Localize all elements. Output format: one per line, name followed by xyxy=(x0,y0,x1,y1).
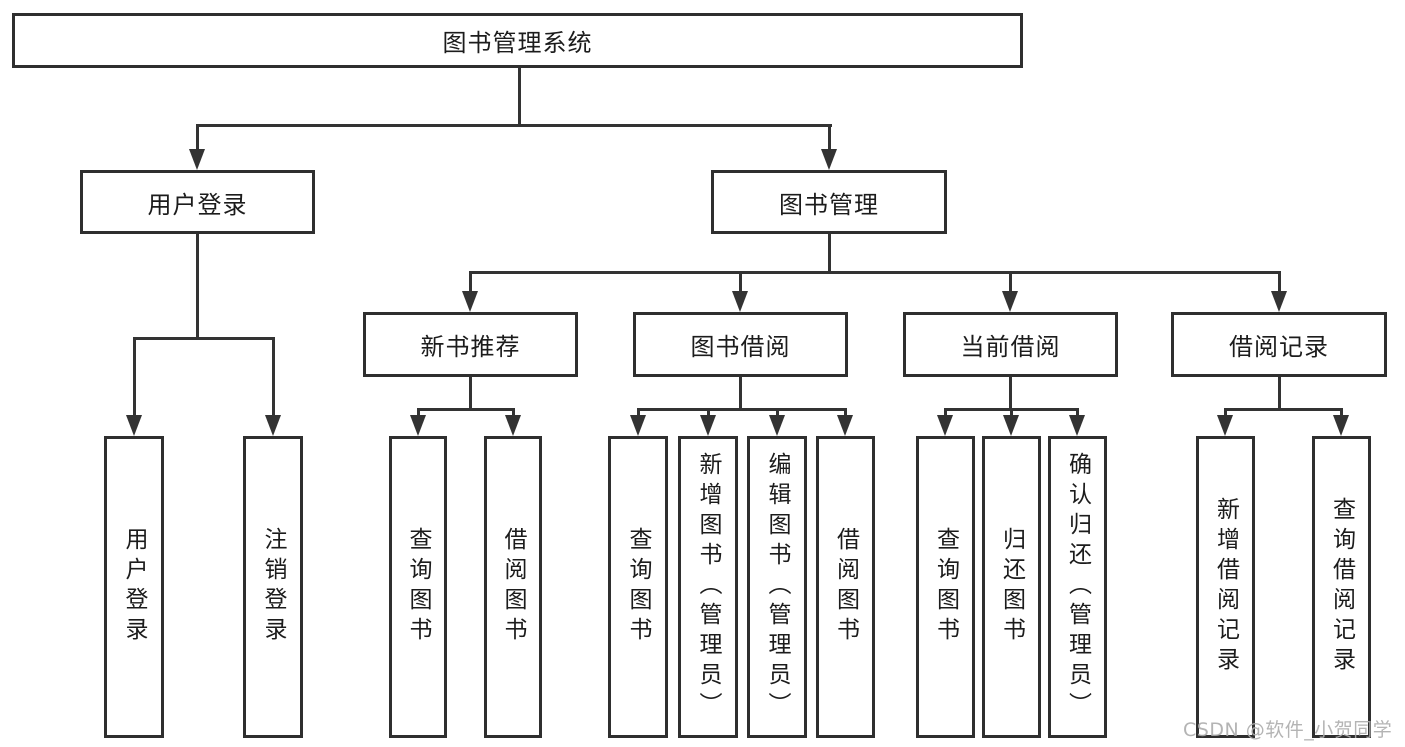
node-current-borrow: 当前借阅 xyxy=(903,312,1118,377)
node-book-management: 图书管理 xyxy=(711,170,947,234)
connector-to-query-book-a-stem xyxy=(417,408,420,416)
leaf-return-book: 归还图书 xyxy=(982,436,1041,738)
connector-user-login-branch xyxy=(133,337,274,340)
connector-to-query-book-c-stem xyxy=(944,408,947,416)
connector-to-query-book-b-stem xyxy=(637,408,640,416)
arrowhead-to-confirm-return xyxy=(1069,415,1085,436)
arrowhead-to-user-login xyxy=(189,149,205,170)
connector-book-borrow-branch xyxy=(637,408,846,411)
leaf-logout: 注销登录 xyxy=(243,436,303,738)
connector-new-book-stem xyxy=(469,377,472,408)
arrowhead-to-book-management xyxy=(821,149,837,170)
node-user-login: 用户登录 xyxy=(80,170,315,234)
arrowhead-to-query-book-b xyxy=(630,415,646,436)
leaf-query-borrow-record: 查询借阅记录 xyxy=(1312,436,1371,738)
connector-user-login-stem xyxy=(196,234,199,337)
connector-to-user-login-stem xyxy=(196,124,199,150)
connector-to-current-borrow-stem xyxy=(1009,271,1012,292)
connector-to-borrow-book-b-stem xyxy=(844,408,847,416)
arrowhead-to-borrow-book-b xyxy=(837,415,853,436)
arrowhead-to-book-borrow xyxy=(732,291,748,312)
connector-to-add-record-stem xyxy=(1224,408,1227,416)
arrowhead-to-new-book xyxy=(462,291,478,312)
connector-to-borrow-records-stem xyxy=(1278,271,1281,292)
leaf-borrow-book-recommend: 借阅图书 xyxy=(484,436,542,738)
node-new-book-recommend: 新书推荐 xyxy=(363,312,578,377)
connector-borrow-records-branch xyxy=(1224,408,1342,411)
arrowhead-to-edit-book xyxy=(769,415,785,436)
leaf-confirm-return-admin: 确认归还（管理员） xyxy=(1048,436,1107,738)
leaf-query-book-current: 查询图书 xyxy=(916,436,975,738)
connector-to-logout-leaf-stem xyxy=(272,337,275,416)
connector-new-book-branch xyxy=(417,408,514,411)
connector-book-borrow-stem xyxy=(739,377,742,408)
arrowhead-to-query-record xyxy=(1333,415,1349,436)
connector-to-new-book-stem xyxy=(469,271,472,292)
leaf-query-book-borrow: 查询图书 xyxy=(608,436,668,738)
arrowhead-to-add-book xyxy=(700,415,716,436)
leaf-add-borrow-record: 新增借阅记录 xyxy=(1196,436,1255,738)
connector-book-management-branch xyxy=(469,271,1281,274)
connector-root-branch xyxy=(196,124,832,127)
connector-to-book-borrow-stem xyxy=(739,271,742,292)
arrowhead-to-borrow-book-a xyxy=(505,415,521,436)
arrowhead-to-logout-leaf xyxy=(265,415,281,436)
leaf-user-login: 用户登录 xyxy=(104,436,164,738)
arrowhead-to-return-book xyxy=(1003,415,1019,436)
connector-to-user-login-leaf-stem xyxy=(133,337,136,416)
connector-to-borrow-book-a-stem xyxy=(512,408,515,416)
arrowhead-to-current-borrow xyxy=(1002,291,1018,312)
arrowhead-to-query-book-a xyxy=(410,415,426,436)
node-book-borrow: 图书借阅 xyxy=(633,312,848,377)
connector-borrow-records-stem xyxy=(1278,377,1281,408)
leaf-query-book-recommend: 查询图书 xyxy=(389,436,447,738)
connector-to-return-book-stem xyxy=(1010,408,1013,416)
arrowhead-to-user-login-leaf xyxy=(126,415,142,436)
connector-to-confirm-return-stem xyxy=(1076,408,1079,416)
node-root-library-system: 图书管理系统 xyxy=(12,13,1023,68)
leaf-edit-book-admin: 编辑图书（管理员） xyxy=(747,436,807,738)
arrowhead-to-add-record xyxy=(1217,415,1233,436)
arrowhead-to-borrow-records xyxy=(1271,291,1287,312)
csdn-watermark: CSDN @软件_小贺同学 xyxy=(1183,719,1393,741)
connector-to-edit-book-stem xyxy=(776,408,779,416)
connector-to-add-book-stem xyxy=(707,408,710,416)
connector-book-management-stem xyxy=(828,234,831,271)
connector-root-stem xyxy=(518,68,521,124)
node-borrow-records: 借阅记录 xyxy=(1171,312,1387,377)
connector-current-borrow-stem xyxy=(1009,377,1012,408)
connector-to-book-management-stem xyxy=(828,124,831,150)
leaf-borrow-book: 借阅图书 xyxy=(816,436,875,738)
arrowhead-to-query-book-c xyxy=(937,415,953,436)
leaf-add-book-admin: 新增图书（管理员） xyxy=(678,436,738,738)
connector-to-query-record-stem xyxy=(1340,408,1343,416)
